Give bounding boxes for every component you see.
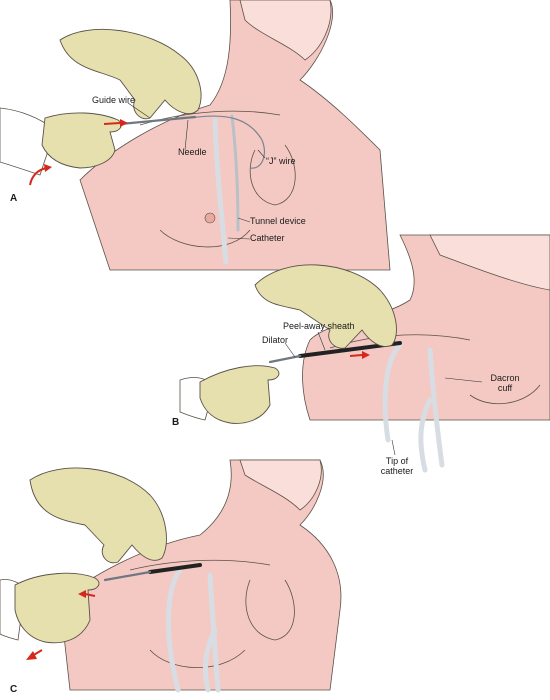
panel-b-leader-peel xyxy=(317,331,326,351)
panel-b-leader-tip xyxy=(391,439,396,456)
panel-b-lower-hand xyxy=(199,365,280,424)
panel-a-arrow-right-head xyxy=(120,119,128,127)
label-dilator: Dilator xyxy=(262,335,289,345)
panel-c-sheath xyxy=(148,563,202,574)
label-guide-wire: Guide wire xyxy=(92,95,136,105)
panel-a-leader-j-wire xyxy=(257,149,266,159)
panel-c-catheter-down2 xyxy=(202,627,218,693)
panel-a-arrow-curve-head xyxy=(44,164,52,172)
panel-a-nipple xyxy=(204,212,216,224)
panel-a-figure xyxy=(0,0,391,271)
panel-a-lower-hand xyxy=(41,112,122,169)
panel-b-leader-dilator xyxy=(284,342,296,358)
panel-b-leader-dacron xyxy=(444,377,483,383)
label-j-wire: “J” wire xyxy=(266,156,296,166)
panel-c-catheter-loop xyxy=(166,567,183,693)
panel-c-dilator xyxy=(103,570,152,582)
panel-c-figure xyxy=(0,459,342,693)
panel-a-leader-guide-wire xyxy=(127,102,151,119)
panel-a-needle xyxy=(118,115,197,126)
panel-b-catheter-loop xyxy=(382,342,403,443)
panel-a-upper-hand xyxy=(59,28,202,120)
panel-b-catheter-down2 xyxy=(418,397,433,473)
label-catheter: Catheter xyxy=(250,233,285,243)
panel-b-figure xyxy=(179,234,550,473)
panel-a-heart xyxy=(249,144,296,206)
panel-c-face xyxy=(239,459,322,511)
panel-a-face xyxy=(239,0,332,61)
label-dacron-cuff: Dacron cuff xyxy=(484,373,526,393)
panel-a-tunnel-device xyxy=(230,114,240,232)
panel-b-breast xyxy=(469,384,541,405)
panel-c-upper-hand xyxy=(29,467,167,564)
panel-c-clavicle xyxy=(129,559,271,571)
panel-a-arrow-right xyxy=(103,122,121,125)
panel-a-arrow-curve xyxy=(29,167,47,186)
panel-a-letter: A xyxy=(10,193,18,204)
label-peel-away-sheath: Peel-away sheath xyxy=(283,321,355,331)
panel-a-breast xyxy=(159,229,251,248)
label-tip-line2: catheter xyxy=(380,466,414,476)
label-needle: Needle xyxy=(178,147,207,157)
panel-c-lower-hand xyxy=(14,572,100,644)
panel-a-catheter xyxy=(212,117,229,265)
panel-a-leader-needle xyxy=(184,119,189,151)
panel-c-torso xyxy=(59,459,342,691)
panel-c-arrow-upper xyxy=(84,593,96,597)
panel-a-leader-catheter xyxy=(227,237,251,240)
panel-c-heart xyxy=(245,579,295,641)
panel-c-arrow-lower-head xyxy=(26,651,37,660)
panel-b-arrow-head xyxy=(362,351,370,359)
panel-c-arrow-upper-head xyxy=(78,590,86,598)
label-tunnel-device: Tunnel device xyxy=(250,216,306,226)
panel-b-dilator xyxy=(268,354,302,364)
panel-c-letter: C xyxy=(10,684,18,695)
panel-b-catheter-down1 xyxy=(427,347,445,468)
panel-a-j-wire xyxy=(189,115,265,169)
panel-a-sleeve xyxy=(0,107,56,176)
panel-b-arrow xyxy=(349,354,363,357)
label-dacron-cuff-line1: Dacron xyxy=(490,373,520,383)
panel-c-breast xyxy=(149,649,246,668)
panel-b-upper-hand xyxy=(254,264,397,349)
panel-a-leader-tunnel xyxy=(237,217,251,223)
label-tip-of-catheter: Tip of catheter xyxy=(374,456,420,476)
label-dacron-cuff-line2: cuff xyxy=(497,383,513,393)
label-tip-line1: Tip of xyxy=(385,456,409,466)
panel-b-letter: B xyxy=(172,417,180,428)
